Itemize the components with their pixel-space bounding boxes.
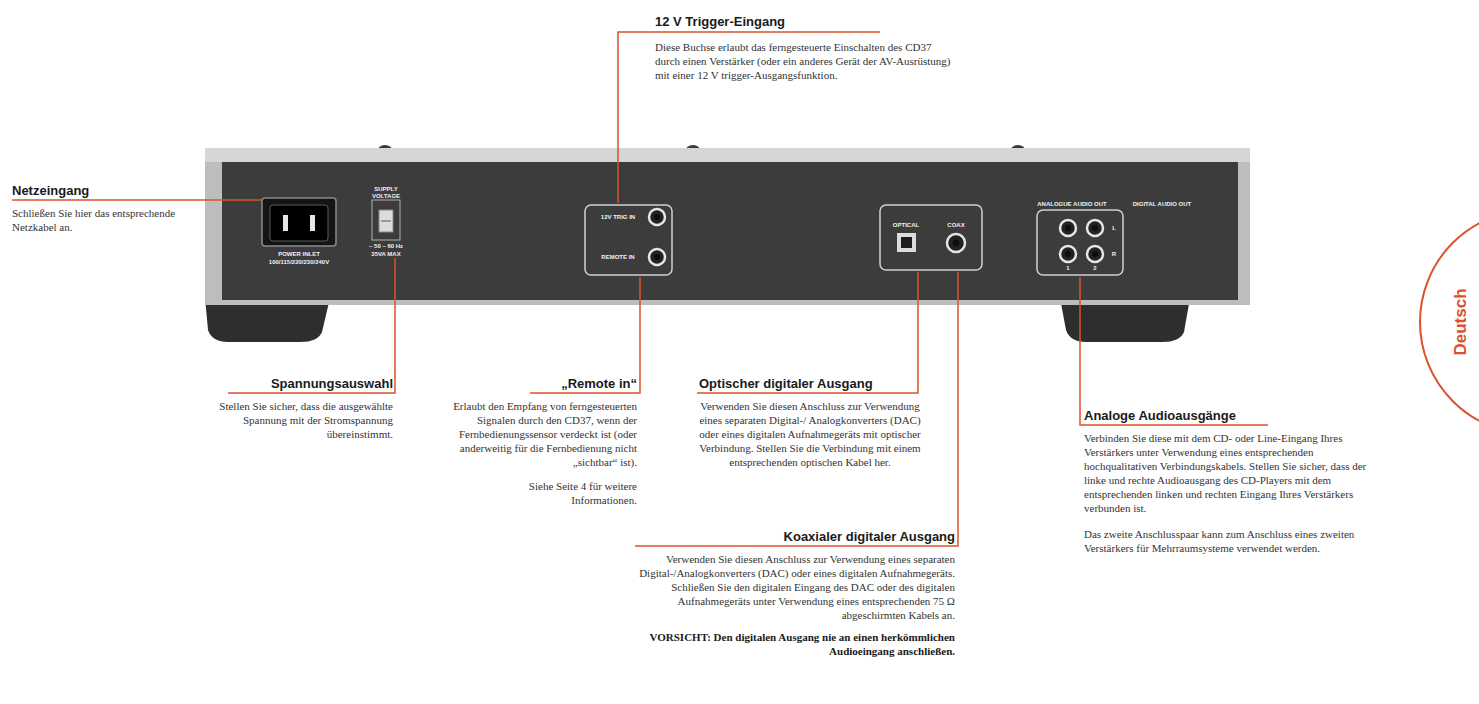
callout-heading: Optischer digitaler Ausgang (699, 376, 914, 391)
callout-heading: Analoge Audioausgänge (1084, 408, 1384, 423)
remote-jack (649, 249, 665, 265)
callout-heading: „Remote in“ (437, 376, 637, 391)
jack-core (953, 240, 960, 247)
panel-marking: 2 (1090, 265, 1100, 272)
callout-text: Stellen Sie sicher, dass die ausgewählte… (213, 399, 393, 441)
jack-group-frame (585, 205, 672, 275)
rca-jack (1087, 246, 1103, 262)
panel-marking: REMOTE IN (590, 254, 646, 261)
panel-marking: DIGITAL AUDIO OUT (1124, 201, 1200, 208)
optical-port (901, 237, 912, 248)
panel-marking: 1 (1063, 265, 1073, 272)
callout-text: Schließen Sie hier das entsprechende Net… (12, 206, 202, 234)
housing (205, 148, 1250, 305)
leader-line (635, 272, 958, 546)
jack-group-frame (880, 205, 982, 270)
language-tab-arc (1420, 210, 1479, 434)
rear-panel (222, 162, 1238, 300)
trigger-jack (649, 209, 665, 225)
jack-group-frame (1037, 210, 1123, 275)
jack-core (1065, 225, 1071, 231)
jack-core (654, 254, 660, 260)
caution-note: VORSICHT: Den digitalen Ausgang nie an e… (625, 630, 955, 658)
language-tab: Deutsch (1448, 262, 1474, 382)
leader-line (530, 277, 640, 393)
jack-core (1092, 251, 1098, 257)
callout-text: Verwenden Sie diesen Anschluss zur Verwe… (695, 399, 925, 469)
panel-marking: ~ 50 – 60 Hz (356, 243, 416, 250)
callout-heading: Spannungsauswahl (193, 376, 393, 391)
leader-line (12, 199, 262, 201)
language-tab-label: Deutsch (1451, 288, 1471, 355)
panel-marking: COAX (939, 222, 973, 229)
rca-jack (1060, 220, 1076, 236)
callout-text: Diese Buchse erlaubt das ferngesteuerte … (655, 40, 955, 82)
panel-marking: R (1109, 251, 1119, 258)
optical-socket (897, 233, 916, 252)
rca-jack (1060, 246, 1076, 262)
panel-marking: L (1109, 225, 1119, 232)
voltage-switch-slot (381, 221, 391, 222)
panel-marking: OPTICAL (884, 222, 928, 229)
panel-marking: SUPPLY VOLTAGE (366, 186, 406, 200)
jack-core (1065, 251, 1071, 257)
power-pin (283, 215, 288, 231)
housing-top-strip (205, 148, 1250, 162)
jack-core (1092, 225, 1098, 231)
voltage-switch (379, 210, 393, 232)
panel-marking: 12V TRIG IN (590, 214, 646, 221)
callout-text: Siehe Seite 4 für weitere Informationen. (487, 479, 637, 507)
callout-text: Erlaubt den Empfang von ferngesteuerten … (437, 399, 637, 469)
panel-marking: 100/115/220/230/240V (249, 259, 349, 266)
rca-jack (1087, 220, 1103, 236)
callout-text: Das zweite Anschlusspaar kann zum Anschl… (1084, 527, 1384, 555)
leader-lines (12, 32, 1268, 546)
power-pin (310, 215, 315, 231)
callout-heading: Koaxialer digitaler Ausgang (635, 529, 955, 544)
panel-marking: POWER INLET (254, 251, 344, 258)
leader-line (1080, 277, 1268, 425)
panel-marking: ANALOGUE AUDIO OUT (1034, 201, 1110, 208)
jack-core (654, 214, 660, 220)
voltage-selector-frame (372, 200, 400, 240)
callout-text: Verwenden Sie diesen Anschluss zur Verwe… (625, 552, 955, 622)
callout-heading: 12 V Trigger-Eingang (655, 14, 955, 29)
power-inlet-socket (270, 205, 328, 241)
leader-line (697, 272, 918, 393)
power-inlet (262, 198, 336, 246)
callout-text: Verbinden Sie diese mit dem CD- oder Lin… (1084, 431, 1384, 515)
callout-heading: Netzeingang (12, 183, 212, 198)
coax-jack (947, 234, 965, 252)
leader-line (228, 258, 395, 393)
panel-marking: 35VA MAX (356, 251, 416, 258)
